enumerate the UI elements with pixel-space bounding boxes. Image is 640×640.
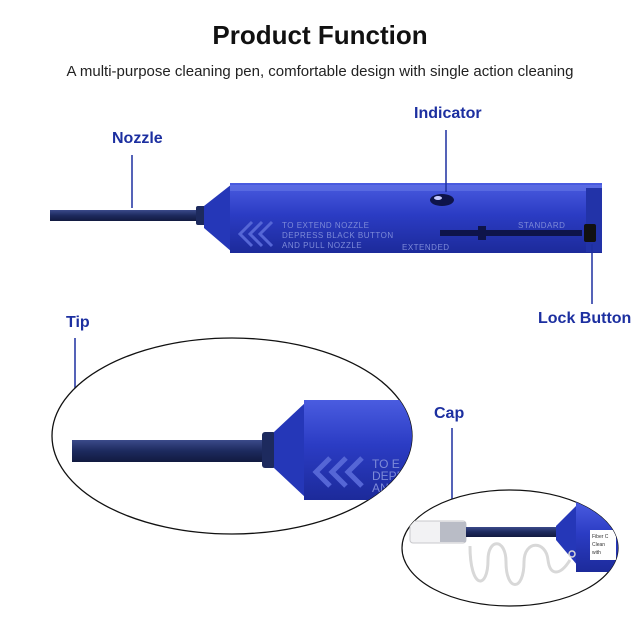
tip-zoom-body-taper — [274, 402, 306, 498]
pen-body-taper — [204, 184, 232, 252]
cap-zoom-nozzle — [466, 527, 556, 537]
cap-strap-ring — [568, 550, 576, 558]
cap-zoom-text-line1: Fiber C — [592, 534, 609, 540]
lock-button — [584, 224, 596, 242]
tip-zoom-collar — [262, 432, 276, 468]
cap-shade — [440, 522, 466, 542]
pen-body — [230, 183, 602, 253]
pen-instruction-line2: DEPRESS BLACK BUTTON — [282, 231, 394, 240]
cap-zoom-label — [590, 530, 616, 560]
tip-zoom-view: TO E DEPR AND — [51, 337, 413, 535]
cap-strap — [468, 542, 572, 586]
pen-standard-text: STANDARD — [518, 221, 565, 230]
indicator-glint — [434, 196, 442, 200]
label-indicator: Indicator — [414, 105, 482, 122]
cap-zoom-view: Fiber C Clean with — [401, 489, 619, 607]
page-subtitle: A multi-purpose cleaning pen, comfortabl… — [66, 63, 574, 80]
cleaning-pen: TO EXTEND NOZZLE DEPRESS BLACK BUTTON AN… — [50, 183, 602, 253]
label-nozzle: Nozzle — [112, 130, 163, 147]
pen-nozzle — [50, 210, 200, 221]
tip-zoom-chevron-icon — [312, 456, 364, 488]
pen-instruction-line1: TO EXTEND NOZZLE — [282, 221, 369, 230]
tip-zoom-nozzle — [72, 440, 268, 462]
label-cap: Cap — [434, 405, 465, 422]
pen-back-cap — [586, 188, 602, 252]
pen-instruction-line3: AND PULL NOZZLE — [282, 241, 362, 250]
indicator-window — [430, 194, 454, 206]
pen-collar — [196, 206, 206, 225]
page-title: Product Function — [212, 20, 428, 50]
cap-zoom-text-line3: with — [592, 550, 601, 556]
label-tip: Tip — [66, 314, 90, 331]
label-lock-button: Lock Button — [538, 310, 632, 327]
slider-knob — [478, 226, 486, 240]
chevron-arrows-icon — [237, 220, 274, 248]
cap-zoom-text-line2: Clean — [592, 542, 605, 548]
slider-track — [440, 230, 582, 236]
pen-body-highlight — [230, 185, 602, 191]
tip-zoom-text-line1: TO E — [372, 457, 400, 471]
pen-extended-text: EXTENDED — [402, 243, 450, 252]
